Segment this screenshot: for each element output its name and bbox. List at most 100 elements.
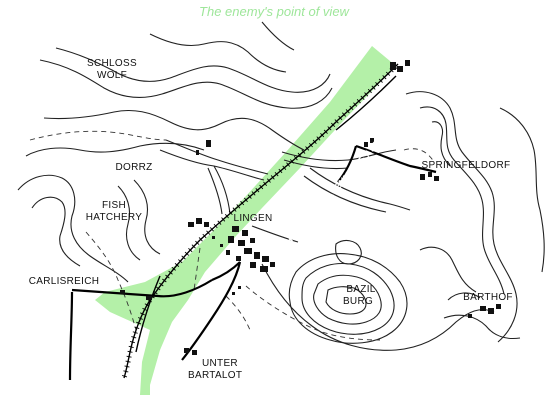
- rail-tie: [263, 181, 268, 186]
- minor-roads: [159, 139, 411, 243]
- rail-tie: [137, 317, 143, 320]
- rail-tie: [122, 375, 128, 378]
- rail-tie: [255, 188, 260, 193]
- rail-tie: [290, 159, 294, 164]
- rail-tie: [128, 345, 134, 348]
- place-label-carlisreich: CARLISREICH: [29, 276, 100, 287]
- rail-tie: [123, 370, 129, 373]
- rail-tie: [297, 152, 302, 158]
- rail-tie: [124, 365, 130, 368]
- rail-tie: [334, 119, 339, 124]
- rail-tie: [385, 71, 391, 76]
- rail-tie: [382, 75, 387, 80]
- rail-tie: [282, 165, 287, 170]
- rail-tie: [345, 109, 350, 114]
- rail-tie: [191, 244, 196, 249]
- rail-tie: [165, 274, 170, 279]
- rail-tie: [278, 168, 283, 174]
- rail-tie: [353, 102, 358, 107]
- rail-tie: [266, 178, 271, 183]
- rail-tie: [323, 129, 328, 134]
- rail-tie: [312, 139, 317, 144]
- rail-tie: [367, 88, 372, 94]
- place-label-springfeldorf: SPRINGFELDORF: [422, 160, 511, 171]
- rail-tie: [188, 248, 193, 253]
- rail-tie: [206, 230, 211, 235]
- rail-tie: [202, 233, 207, 239]
- rail-tie: [140, 312, 145, 316]
- railway: [122, 63, 399, 379]
- rail-tie: [378, 78, 383, 83]
- rail-tie: [181, 255, 186, 260]
- rail-tie: [184, 251, 190, 256]
- rail-tie: [316, 136, 321, 141]
- rail-tie: [131, 336, 137, 339]
- rail-tie: [375, 82, 380, 87]
- rail-tie: [142, 307, 148, 311]
- rail-tie: [150, 294, 155, 299]
- main-roads: [68, 144, 437, 381]
- buildings: [120, 60, 501, 355]
- rail-tie: [129, 341, 135, 344]
- rail-tie: [286, 162, 291, 167]
- rail-tie: [251, 191, 256, 196]
- rail-tie: [195, 240, 200, 245]
- rail-tie: [247, 194, 252, 199]
- rail-tie: [360, 95, 365, 100]
- rail-tie: [243, 197, 248, 203]
- rail-tie: [174, 263, 180, 267]
- rail-tie: [213, 223, 218, 229]
- place-label-lingen: LINGEN: [233, 213, 272, 224]
- place-label-dorrz: DORRZ: [115, 162, 152, 173]
- rail-tie: [209, 227, 214, 232]
- rail-tie: [136, 321, 142, 325]
- rail-tie: [364, 92, 369, 97]
- streams: [29, 130, 435, 341]
- rail-tie: [270, 175, 275, 180]
- contour-lines: [17, 21, 545, 351]
- rail-tie: [171, 266, 176, 271]
- rail-tie: [301, 149, 306, 154]
- rail-tie: [134, 326, 140, 330]
- rail-tie: [144, 303, 150, 307]
- rail-tie: [126, 355, 132, 358]
- rail-tie: [240, 200, 245, 206]
- rail-tie: [338, 115, 343, 121]
- rail-tie: [198, 237, 203, 242]
- rail-tie: [228, 210, 233, 216]
- rail-tie: [156, 286, 161, 291]
- rail-tie: [274, 171, 279, 177]
- map-title: The enemy's point of view: [199, 4, 350, 19]
- rail-tie: [232, 207, 237, 212]
- rail-tie: [259, 184, 264, 190]
- rail-tie: [178, 259, 183, 264]
- rail-tie: [356, 99, 361, 104]
- rail-tie: [127, 350, 133, 353]
- rail-tie: [168, 270, 173, 275]
- rail-tie: [236, 204, 241, 209]
- rail-tie: [341, 112, 347, 117]
- rail-tie: [320, 132, 325, 138]
- rail-tie: [125, 360, 131, 363]
- place-label-barthof: BARTHOF: [463, 292, 513, 303]
- rail-tie: [162, 278, 167, 283]
- rail-tie: [153, 290, 158, 295]
- rail-tie: [159, 282, 164, 287]
- rail-tie: [293, 155, 298, 161]
- rail-tie: [371, 85, 376, 90]
- rail-tie: [349, 105, 354, 111]
- rail-tie: [221, 217, 226, 222]
- rail-tie: [327, 126, 332, 131]
- rail-tie: [132, 331, 138, 334]
- approach-label: HIGH SPEED AVENUE OF APPROACH: [283, 112, 405, 246]
- rail-tie: [331, 122, 336, 127]
- rail-tie: [308, 142, 313, 148]
- rail-tie: [224, 213, 229, 219]
- rail-tie: [305, 146, 310, 151]
